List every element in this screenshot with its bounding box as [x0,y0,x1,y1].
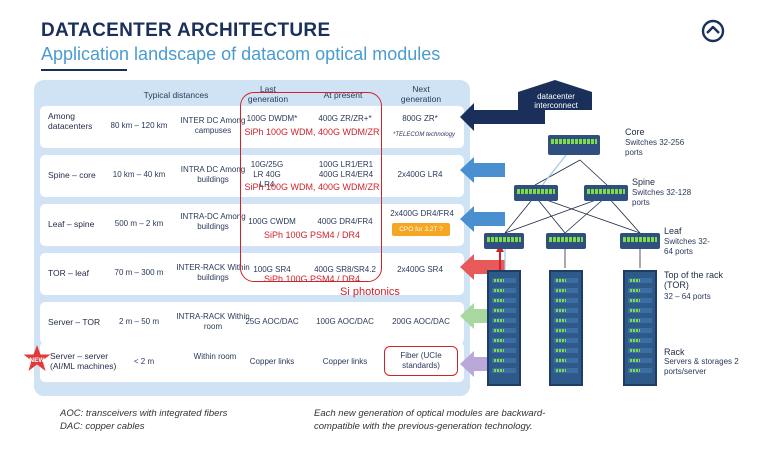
row-distance: < 2 m [133,357,155,366]
server-rack [549,270,583,386]
tor-title: Top of the rack (TOR) [664,270,724,290]
row-scope: INTRA DC Among buildings [180,165,246,184]
row-scope: INTRA-RACK Within room [176,312,250,331]
row-label: Among datacenters [48,111,93,131]
header-next-generation: Next generation [400,84,442,104]
row-next-note: *TELECOM technology [392,132,456,138]
footer-dac: DAC: copper cables [60,421,145,432]
core-title: Core [625,127,645,137]
si-photonics-outline [240,92,382,282]
row-present: 400G DR4/FR4 [317,217,373,226]
row-last: 10G/25G LR 40G LR4 [250,160,284,189]
row-present: 400G SR8/SR4.2 [314,265,376,274]
leaf-switch [620,233,660,249]
cpo-badge: CPO for 3.2T ? [392,223,450,236]
table-row: Server – TOR 2 m – 50 m INTRA-RACK Withi… [40,302,464,344]
row-label: Server – TOR [48,317,101,327]
row-label: Spine – core [48,170,96,180]
row-scope: INTRA-DC Among buildings [180,212,246,231]
spine-detail: Switches 32-128 ports [632,188,692,207]
row-distance: 70 m – 300 m [114,268,164,277]
row-distance: 80 km – 120 km [110,121,168,130]
row-distance: 10 km – 40 km [112,170,166,179]
row-present: 400G ZR/ZR+* [318,114,372,123]
header-at-present: At present [323,90,363,100]
row-next: 2x400G DR4/FR4 [390,209,454,218]
leaf-title: Leaf [664,226,682,236]
row-next: 2x400G LR4 [397,170,443,179]
rack-title: Rack [664,347,685,357]
new-star-icon [23,345,51,371]
tor-detail: 32 – 64 ports [664,292,711,301]
row-next: Fiber (UCIe standards) [384,346,458,376]
row-next: 800G ZR* [402,114,438,123]
row-last: 100G DWDM* [246,114,298,123]
row-present: 100G AOC/DAC [316,317,374,326]
rack-detail: Servers & storages 2 ports/server [664,357,739,376]
row-last: 100G SR4 [253,265,291,274]
server-rack [487,270,521,386]
siph-label: SiPh 100G PSM4 / DR4 [263,274,361,284]
footer-note-line1: Each new generation of optical modules a… [314,408,546,419]
row-distance: 500 m – 2 km [114,219,164,228]
leaf-detail: Switches 32-64 ports [664,237,710,256]
spine-switch [584,185,628,201]
leaf-switch [484,233,524,249]
table-row: Spine – core 10 km – 40 km INTRA DC Amon… [40,155,464,197]
core-detail: Switches 32-256 ports [625,138,685,157]
page-title: DATACENTER ARCHITECTURE [41,20,331,41]
siph-label: SiPh 100G WDM, 400G WDM/ZR [244,182,380,192]
siph-label: SiPh 100G PSM4 / DR4 [263,230,361,240]
server-rack [623,270,657,386]
new-badge: NEW [29,357,45,364]
row-next: 2x400G SR4 [397,265,443,274]
row-scope: INTER DC Among campuses [180,116,246,135]
leaf-switch [546,233,586,249]
row-label: Server – server (AI/ML machines) [50,351,117,371]
row-last: 25G AOC/DAC [245,317,299,326]
si-photonics-label: Si photonics [340,286,400,298]
table-row: Leaf – spine 500 m – 2 km INTRA-DC Among… [40,204,464,246]
siph-label: SiPh 100G WDM, 400G WDM/ZR [244,127,380,137]
row-label: Leaf – spine [48,219,95,229]
table-row: Server – server (AI/ML machines) < 2 m W… [40,342,464,382]
spine-title: Spine [632,177,656,187]
title-underline [41,69,127,71]
row-present: Copper links [322,357,368,366]
chevron-up-icon [701,19,725,43]
row-scope: INTER-RACK Within buildings [176,263,250,282]
page-subtitle: Application landscape of datacom optical… [41,44,441,64]
row-distance: 2 m – 50 m [118,317,159,326]
header-distances: Typical distances [143,90,209,100]
row-last: 100G CWDM [248,217,296,226]
footer-aoc: AOC: transceivers with integrated fibers [60,408,228,419]
mesh-lines [504,159,641,268]
interconnect-label: datacenter interconnect [534,92,578,110]
row-label: TOR – leaf [48,268,89,278]
table-row: Among datacenters 80 km – 120 km INTER D… [40,106,464,148]
spine-switch [514,185,558,201]
row-next: 200G AOC/DAC [392,317,450,326]
row-present: 100G LR1/ER1 400G LR4/ER4 [318,160,374,179]
row-last: Copper links [249,357,295,366]
row-scope: Within room [193,352,237,361]
footer-note-line2: compatible with the previous-generation … [314,421,533,432]
core-switch [548,135,600,155]
header-last-generation: Last generation [247,84,289,104]
